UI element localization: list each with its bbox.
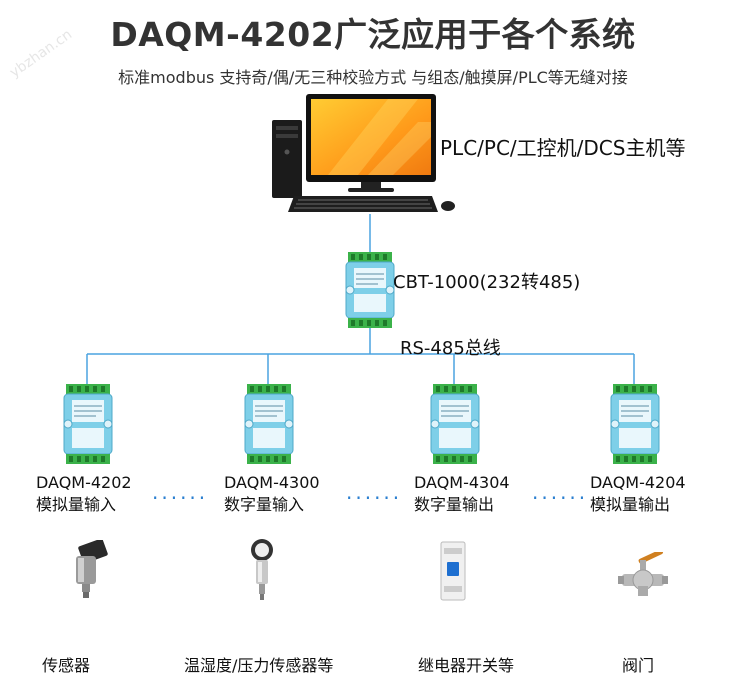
module-name: DAQM-4202	[36, 473, 132, 492]
separator-dots: ......	[346, 480, 403, 504]
module-name: DAQM-4204	[590, 473, 686, 492]
module-label-4300: DAQM-4300 数字量输入	[224, 472, 320, 516]
io-module-icon-4304	[430, 384, 480, 464]
module-name: DAQM-4300	[224, 473, 320, 492]
module-desc: 模拟量输出	[590, 495, 671, 514]
converter-module-icon	[345, 252, 395, 328]
separator-dots: ......	[152, 480, 209, 504]
converter-label: CBT-1000(232转485)	[393, 272, 581, 293]
pressure-gauge-icon	[251, 539, 273, 600]
module-desc: 数字量输入	[224, 495, 305, 514]
io-module-icon-4202	[63, 384, 113, 464]
circuit-breaker-icon	[440, 541, 466, 601]
pressure-sensor-icon	[76, 540, 108, 598]
io-module-icon-4204	[610, 384, 660, 464]
page-title: DAQM-4202广泛应用于各个系统	[110, 15, 636, 54]
module-label-4204: DAQM-4204 模拟量输出	[590, 472, 686, 516]
device-label-sensor: 传感器	[42, 656, 91, 675]
separator-dots: ......	[532, 480, 589, 504]
module-label-4202: DAQM-4202 模拟量输入	[36, 472, 132, 516]
bus-label: RS-485总线	[400, 338, 501, 359]
module-name: DAQM-4304	[414, 473, 510, 492]
ball-valve-icon	[618, 552, 668, 596]
device-label-valve: 阀门	[622, 656, 655, 675]
device-label-relay: 继电器开关等	[418, 656, 515, 675]
module-desc: 数字量输出	[414, 495, 495, 514]
host-computer-icon	[272, 94, 438, 212]
page-subtitle: 标准modbus 支持奇/偶/无三种校验方式 与组态/触摸屏/PLC等无缝对接	[118, 68, 628, 87]
watermark: ybzhan.cn	[7, 27, 75, 81]
module-desc: 模拟量输入	[36, 495, 117, 514]
io-module-icon-4300	[244, 384, 294, 464]
host-label: PLC/PC/工控机/DCS主机等	[440, 136, 686, 160]
module-label-4304: DAQM-4304 数字量输出	[414, 472, 510, 516]
mouse-icon	[441, 201, 455, 211]
device-label-temp-pressure: 温湿度/压力传感器等	[184, 656, 334, 675]
